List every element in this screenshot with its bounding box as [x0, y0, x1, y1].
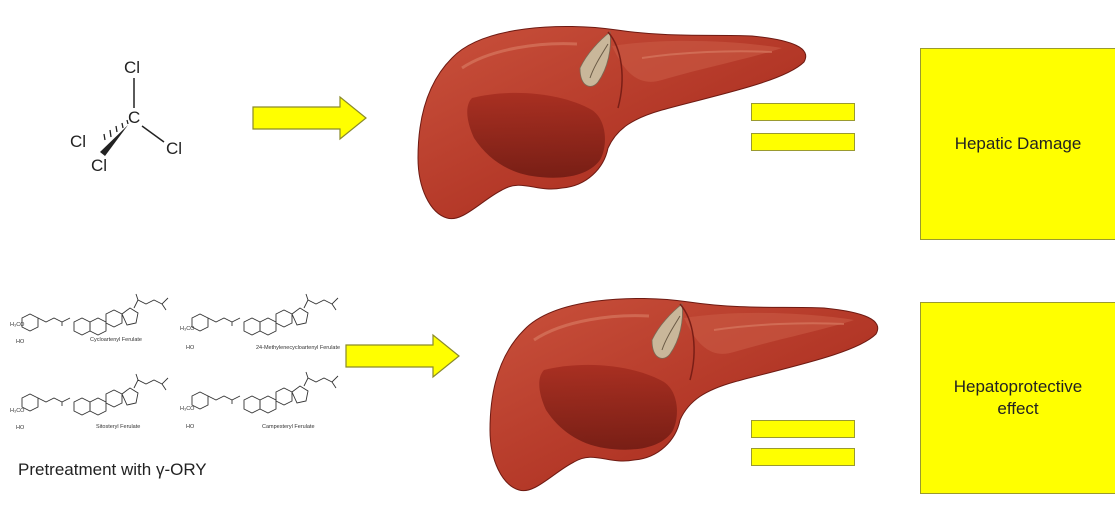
structure-methylene	[178, 292, 343, 342]
structure-sitosteryl-ho: HO	[16, 425, 24, 431]
pretreatment-label: Pretreatment with γ-ORY	[18, 460, 207, 480]
equals-top-bar-1	[751, 103, 855, 121]
structure-cycloartenyl-ho: HO	[16, 339, 24, 345]
structure-campesteryl-ho: HO	[186, 424, 194, 430]
structure-methylene-name: 24-Methylenecycloartenyl Ferulate	[256, 345, 340, 351]
structure-campesteryl-name: Campesteryl Ferulate	[262, 424, 315, 430]
equals-top-bar-2	[751, 133, 855, 151]
ccl4-bond-right	[142, 126, 164, 142]
structure-methylene-h3co: H₃CO	[180, 326, 194, 332]
arrow-top	[250, 94, 370, 142]
structure-sitosteryl-name: Sitosteryl Ferulate	[96, 424, 140, 430]
atom-cl-bottom: Cl	[91, 156, 107, 175]
atom-c: C	[128, 108, 140, 127]
structure-sitosteryl-h3co: H₃CO	[10, 408, 24, 414]
structure-sitosteryl	[8, 372, 173, 422]
structure-methylene-ho: HO	[186, 345, 194, 351]
ccl4-structure: C Cl Cl Cl Cl	[60, 50, 200, 180]
structure-campesteryl	[178, 370, 343, 420]
atom-cl-top: Cl	[124, 58, 140, 77]
result-hepatoprotective-line2: effect	[954, 398, 1083, 420]
equals-bottom-bar-2	[751, 448, 855, 466]
result-hepatoprotective-line1: Hepatoprotective	[954, 376, 1083, 398]
structure-cycloartenyl-h3co: H₃CO	[10, 322, 24, 328]
atom-cl-right: Cl	[166, 139, 182, 158]
liver-top	[412, 18, 812, 233]
result-hepatoprotective: Hepatoprotective effect	[920, 302, 1115, 494]
structure-cycloartenyl	[8, 292, 173, 342]
result-hepatic-damage: Hepatic Damage	[920, 48, 1115, 240]
liver-bottom	[484, 290, 884, 505]
result-hepatic-damage-label: Hepatic Damage	[955, 133, 1082, 155]
atom-cl-left: Cl	[70, 132, 86, 151]
structure-cycloartenyl-name: Cycloartenyl Ferulate	[90, 337, 142, 343]
equals-bottom-bar-1	[751, 420, 855, 438]
structure-campesteryl-h3co: H₃CO	[180, 406, 194, 412]
ccl4-bond-bottom-wedge	[100, 125, 128, 156]
arrow-bottom	[343, 332, 463, 380]
